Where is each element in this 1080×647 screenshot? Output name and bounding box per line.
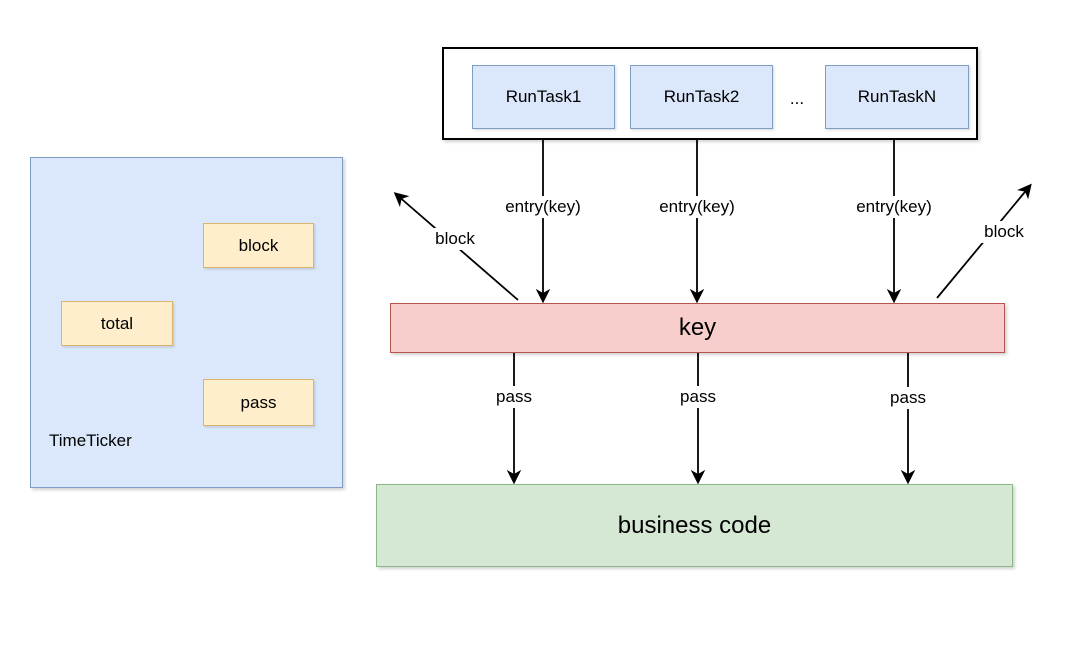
runtask1-label: RunTask1 bbox=[505, 87, 582, 106]
timeticker-field-block-label: block bbox=[238, 235, 279, 255]
runtask2-box: RunTask2 bbox=[630, 65, 773, 129]
entry-label-2: entry(key) bbox=[656, 196, 738, 218]
timeticker-title: TimeTicker bbox=[49, 431, 132, 450]
pass-label-3: pass bbox=[887, 387, 929, 409]
block-label-left: block bbox=[432, 228, 478, 250]
task-ellipsis: ... bbox=[789, 89, 805, 108]
timeticker-field-pass-label: pass bbox=[240, 392, 277, 412]
timeticker-field-total: total bbox=[61, 301, 173, 346]
runtaskn-box: RunTaskN bbox=[825, 65, 969, 129]
key-box-label: key bbox=[678, 314, 717, 341]
timeticker-field-pass: pass bbox=[203, 379, 314, 426]
runtask1-box: RunTask1 bbox=[472, 65, 615, 129]
pass-label-1: pass bbox=[493, 386, 535, 408]
block-label-right: block bbox=[981, 221, 1027, 243]
task-group-box: RunTask1 RunTask2 ... RunTaskN bbox=[442, 47, 978, 140]
runtaskn-label: RunTaskN bbox=[857, 87, 937, 106]
entry-label-1: entry(key) bbox=[502, 196, 584, 218]
timeticker-field-total-label: total bbox=[100, 313, 134, 333]
timeticker-field-block: block bbox=[203, 223, 314, 268]
entry-label-3: entry(key) bbox=[853, 196, 935, 218]
timeticker-box: block total pass TimeTicker bbox=[30, 157, 343, 488]
business-code-label: business code bbox=[617, 511, 772, 539]
pass-label-2: pass bbox=[677, 386, 719, 408]
key-box: key bbox=[390, 303, 1005, 353]
business-code-box: business code bbox=[376, 484, 1013, 567]
runtask2-label: RunTask2 bbox=[663, 87, 740, 106]
